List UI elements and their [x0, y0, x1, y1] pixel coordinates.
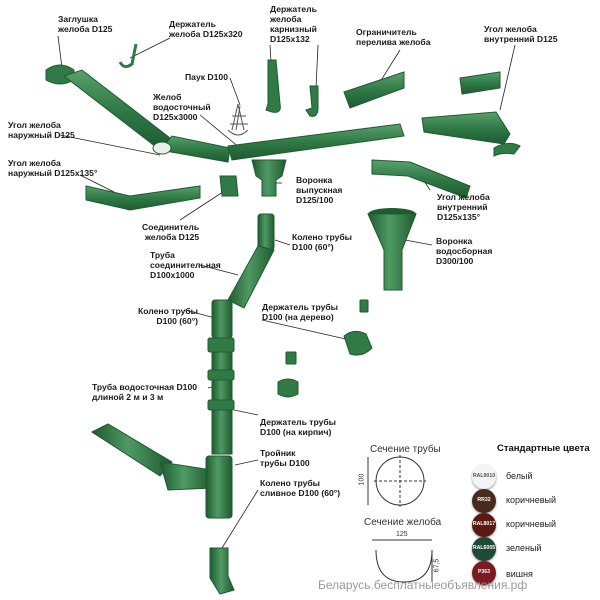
label-holder-wood: Держатель трубы D100 (на дерево) [262, 302, 339, 322]
label-gutter-holder: Держатель желоба D125x320 [169, 19, 243, 39]
swatch-code: RAL8017 [472, 521, 496, 527]
outlet-funnel-shape [251, 159, 287, 197]
swatch-name: вишня [506, 569, 533, 579]
watermark: Беларусь.бесплатныеобъявления.рф [318, 578, 528, 592]
color-swatch-white: RAL9010 [472, 465, 496, 489]
color-swatch-brown-ral8017: RAL8017 [472, 513, 496, 537]
collector-funnel-shape [367, 208, 417, 291]
outer-corner-135-shape [85, 185, 201, 211]
label-drain-elbow: Колено трубы сливное D100 (60°) [260, 478, 341, 498]
downpipe-assembly [207, 213, 275, 455]
label-holder-brick: Держатель трубы D100 (на кирпич) [260, 417, 337, 437]
leader-lines [57, 35, 516, 549]
swatch-code: RAL6005 [472, 545, 496, 551]
gutter-section-width: 125 [396, 531, 408, 538]
label-outer-corner-135: Угол желоба наружный D125x135° [8, 158, 98, 178]
label-overflow-limiter: Ограничитель перелива желоба [356, 27, 431, 47]
label-spider: Паук D100 [185, 72, 228, 82]
overflow-limiter-shape [343, 71, 405, 109]
swatch-name: белый [506, 471, 533, 481]
gutter-section-drawing [372, 539, 433, 583]
label-outlet-funnel: Воронка выпускная D125/100 [296, 175, 343, 205]
color-swatch-green: RAL6005 [472, 537, 496, 561]
inner-corner-shape [421, 71, 521, 157]
pipe-section-title: Сечение трубы [370, 444, 441, 455]
label-inner-corner-135: Угол желоба внутренний D125x135° [437, 192, 490, 222]
gutter-section-title: Сечение желоба [364, 517, 442, 528]
label-downpipe: Труба водосточная D100 длиной 2 м и 3 м [92, 382, 198, 402]
tee-shape [90, 423, 233, 519]
label-end-cap: Заглушка желоба D125 [58, 14, 113, 34]
spider-shape [227, 103, 249, 136]
label-gutter: Желоб водосточный D125x3000 [153, 92, 211, 122]
swatch-code: RAL9010 [472, 473, 496, 479]
connector-shape [219, 175, 239, 197]
label-connector: Соединитель желоба D125 [142, 222, 200, 242]
color-swatch-brown-rr32: RR32 [472, 489, 496, 513]
label-collector-funnel: Воронка водосборная D300/100 [436, 236, 493, 266]
eave-holder-shapes [265, 59, 319, 117]
gutter-holder-shape [118, 43, 138, 69]
gutter-section-depth: 67,5 [433, 558, 441, 573]
pipe-section-dimension: 100 [358, 473, 366, 486]
label-elbow-60-mid: Колено трубы D100 (60°) [138, 306, 199, 326]
color-swatch-cherry: P363 [472, 561, 496, 585]
holder-wood-shape [277, 299, 373, 398]
swatch-name: коричневый [506, 519, 557, 529]
label-eave-holder: Держатель желоба карнизный D125x132 [270, 4, 317, 44]
inner-corner-135-shape [371, 159, 471, 199]
label-inner-corner: Угол желоба внутренний D125 [484, 24, 558, 44]
label-connecting-pipe: Труба соединительная D100x1000 [150, 250, 221, 280]
standard-colors-title: Стандартные цвета [497, 443, 590, 454]
swatch-code: RR32 [477, 497, 491, 503]
label-outer-corner: Угол желоба наружный D125 [8, 120, 75, 140]
drain-elbow-shape [209, 547, 235, 595]
label-elbow-60-top: Колено трубы D100 (60°) [292, 232, 353, 252]
label-tee: Тройник трубы D100 [260, 448, 310, 468]
swatch-code: P363 [477, 569, 491, 575]
swatch-name: зеленый [506, 543, 542, 553]
pipe-section-drawing [367, 455, 426, 507]
gutter-shape [227, 123, 405, 161]
swatch-name: коричневый [506, 495, 557, 505]
outer-corner-shape [62, 69, 231, 163]
